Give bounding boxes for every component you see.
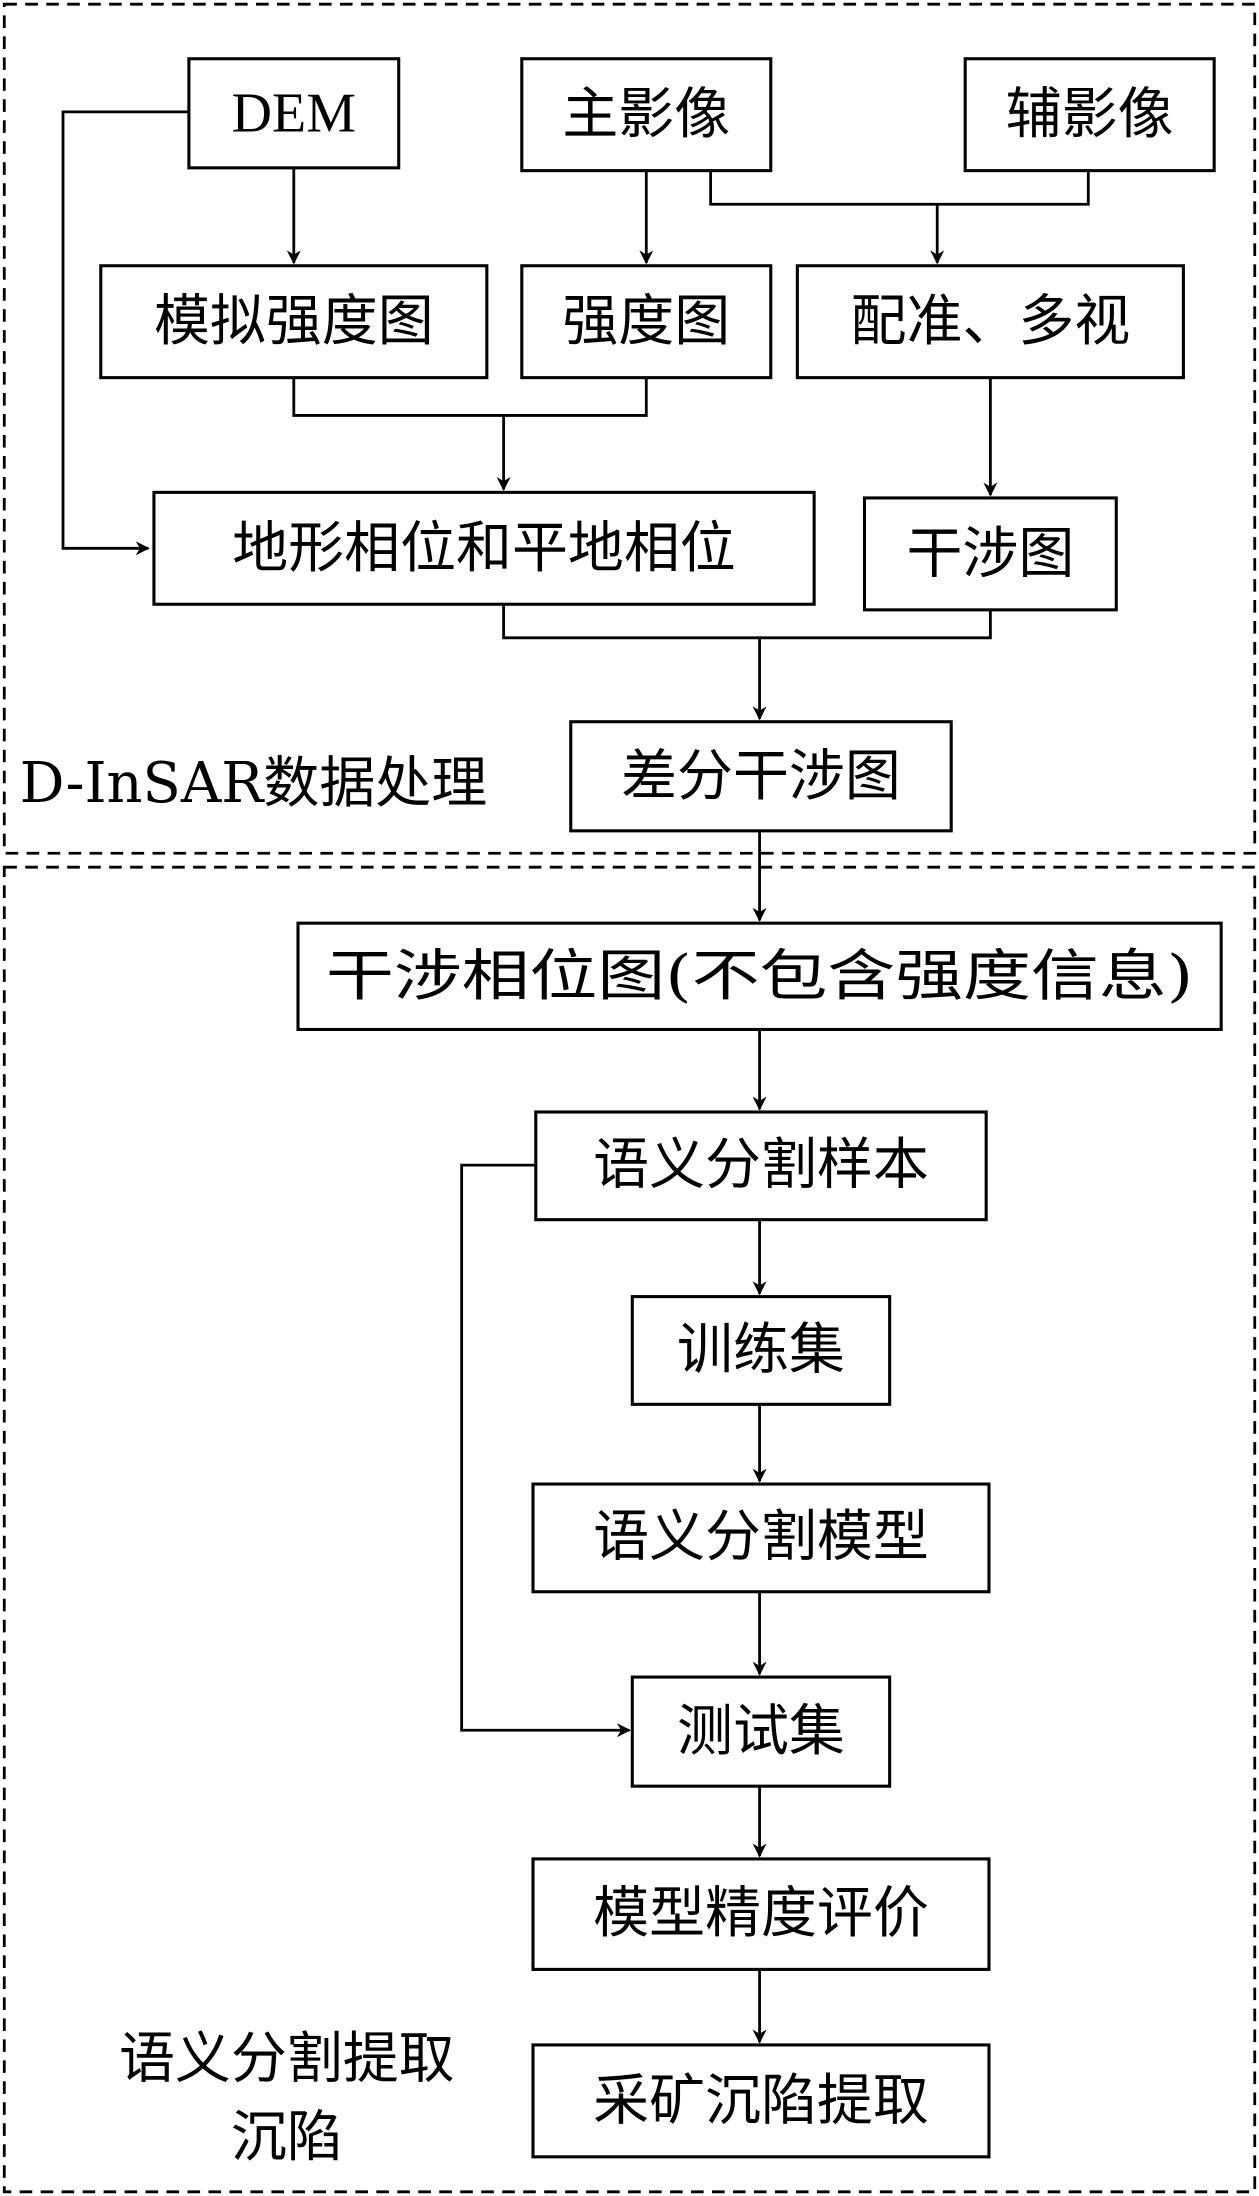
node-training-set: 训练集 bbox=[630, 1295, 892, 1406]
node-interferometric-phase-label: 干涉相位图(不包含强度信息) bbox=[326, 944, 1193, 1009]
node-dem-label: DEM bbox=[232, 82, 356, 144]
node-segmentation-model-label: 语义分割模型 bbox=[593, 1505, 929, 1570]
connector-intensity-merge bbox=[292, 377, 648, 417]
connector-phase-merge bbox=[502, 604, 992, 640]
node-topo-flat-phase: 地形相位和平地相位 bbox=[152, 490, 816, 606]
semantic-extraction-label-line1: 语义分割提取 bbox=[119, 2026, 455, 2091]
node-simulated-intensity-label: 模拟强度图 bbox=[154, 289, 434, 354]
node-registration-multilook: 配准、多视 bbox=[795, 264, 1185, 380]
node-slave-image-label: 辅影像 bbox=[1006, 82, 1174, 147]
node-dem: DEM bbox=[187, 57, 401, 170]
node-segmentation-samples-label: 语义分割样本 bbox=[593, 1133, 929, 1198]
node-topo-flat-phase-label: 地形相位和平地相位 bbox=[232, 516, 735, 581]
node-simulated-intensity: 模拟强度图 bbox=[99, 264, 489, 380]
node-subsidence-extraction-label: 采矿沉陷提取 bbox=[593, 2068, 929, 2133]
connector-dem-to-topo-phase bbox=[61, 110, 189, 556]
node-slave-image: 辅影像 bbox=[963, 57, 1216, 173]
node-differential-interferogram-label: 差分干涉图 bbox=[621, 744, 901, 809]
connector-master-merge bbox=[709, 170, 1090, 206]
node-intensity-label: 强度图 bbox=[562, 289, 730, 354]
node-master-image-label: 主影像 bbox=[562, 82, 730, 147]
connector-samples-to-test bbox=[460, 1163, 631, 1738]
node-interferometric-phase: 干涉相位图(不包含强度信息) bbox=[296, 921, 1223, 1032]
semantic-extraction-group bbox=[2, 865, 1257, 2194]
node-subsidence-extraction: 采矿沉陷提取 bbox=[531, 2043, 991, 2159]
semantic-extraction-label-line2: 沉陷 bbox=[231, 2105, 343, 2170]
node-intensity: 强度图 bbox=[520, 264, 773, 380]
node-differential-interferogram: 差分干涉图 bbox=[569, 720, 953, 833]
node-interferogram: 干涉图 bbox=[862, 496, 1118, 612]
dinsar-processing-label: D-InSAR数据处理 bbox=[20, 751, 488, 816]
node-interferogram-label: 干涉图 bbox=[906, 521, 1074, 586]
node-segmentation-samples: 语义分割样本 bbox=[534, 1110, 988, 1222]
node-master-image: 主影像 bbox=[520, 57, 773, 173]
node-test-set-label: 测试集 bbox=[677, 1699, 845, 1764]
node-training-set-label: 训练集 bbox=[677, 1317, 845, 1382]
node-test-set: 测试集 bbox=[630, 1675, 892, 1788]
node-accuracy-evaluation-label: 模型精度评价 bbox=[593, 1881, 929, 1946]
node-segmentation-model: 语义分割模型 bbox=[531, 1482, 991, 1594]
node-accuracy-evaluation: 模型精度评价 bbox=[531, 1857, 991, 1971]
node-registration-multilook-label: 配准、多视 bbox=[851, 289, 1131, 354]
